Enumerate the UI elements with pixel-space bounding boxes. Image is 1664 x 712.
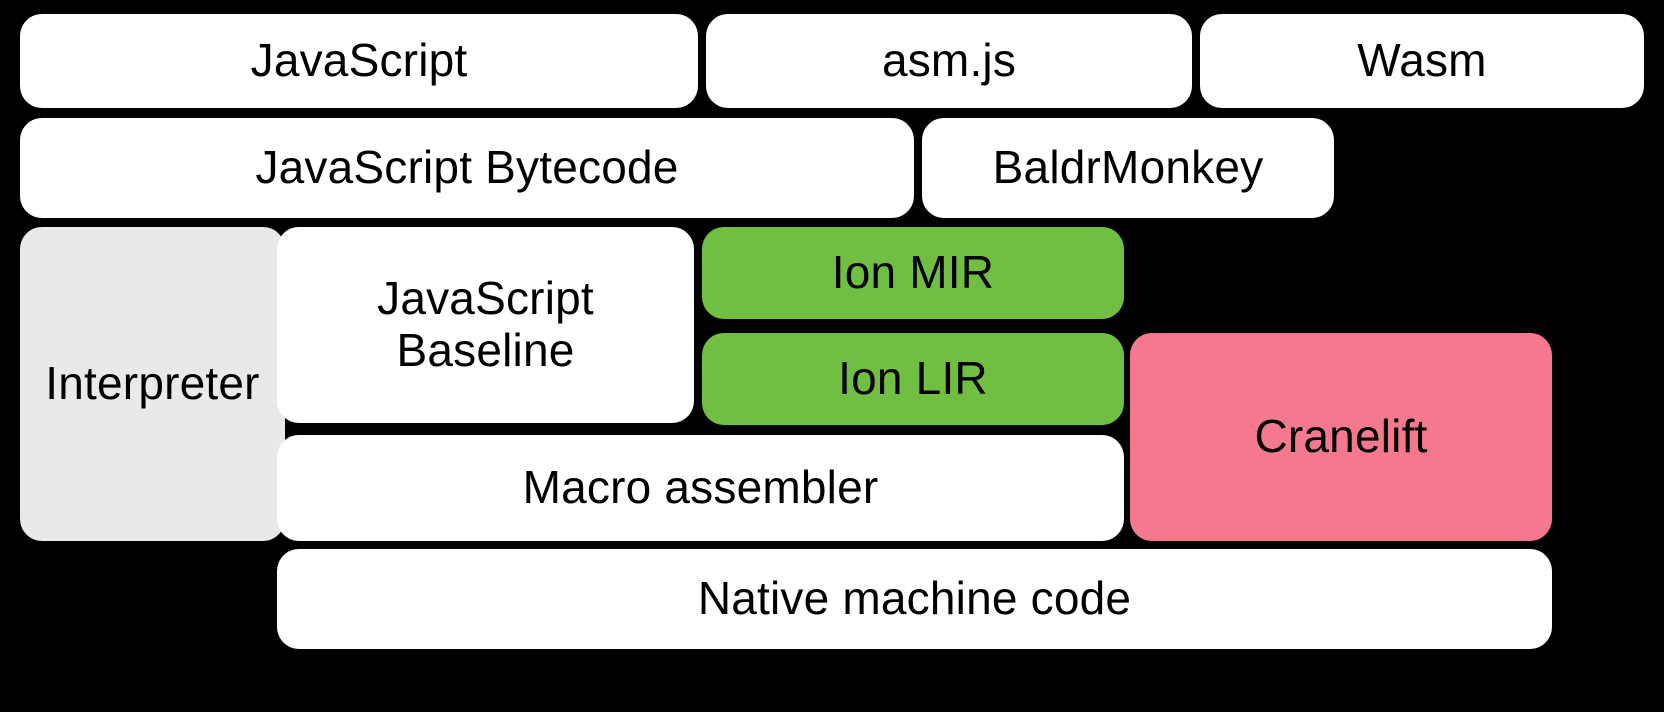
node-macro-assembler: Macro assembler xyxy=(277,435,1124,541)
node-baldrmonkey: BaldrMonkey xyxy=(922,118,1334,218)
node-asm-js: asm.js xyxy=(706,14,1192,108)
node-cranelift: Cranelift xyxy=(1130,333,1552,541)
node-native-machine-code: Native machine code xyxy=(277,549,1552,649)
node-javascript-baseline: JavaScript Baseline xyxy=(277,227,694,423)
node-ion-lir: Ion LIR xyxy=(702,333,1124,425)
node-javascript: JavaScript xyxy=(20,14,698,108)
node-wasm: Wasm xyxy=(1200,14,1644,108)
node-interpreter: Interpreter xyxy=(20,227,285,541)
node-ion-mir: Ion MIR xyxy=(702,227,1124,319)
node-javascript-bytecode: JavaScript Bytecode xyxy=(20,118,914,218)
